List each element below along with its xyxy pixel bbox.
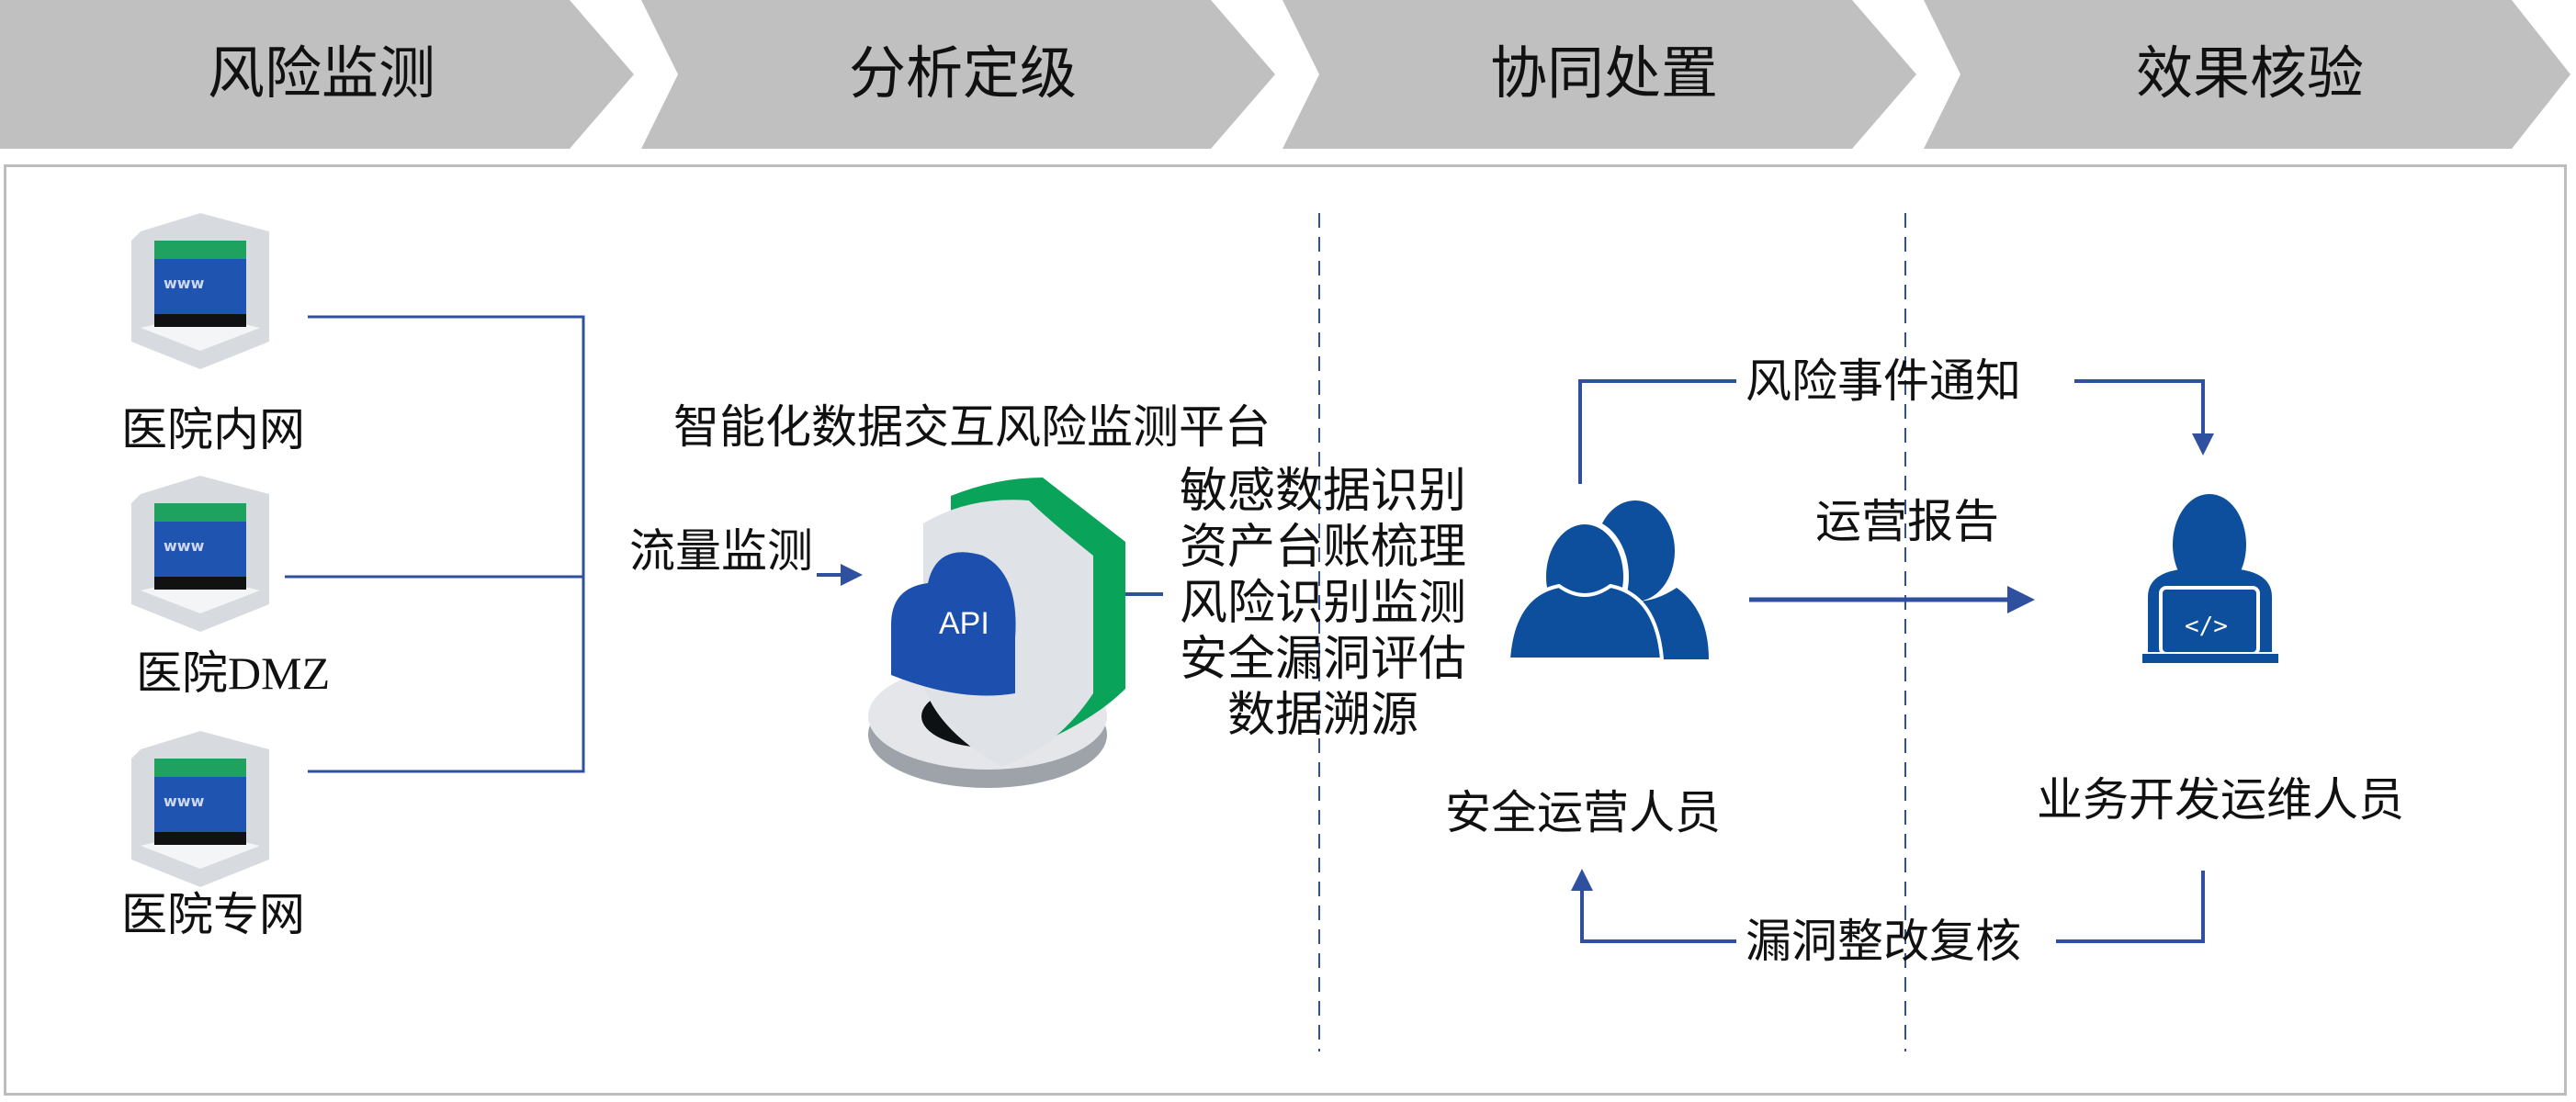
security-ops-label: 安全运营人员 xyxy=(1445,787,1721,838)
notify-arrow xyxy=(2074,379,2214,455)
team-icon xyxy=(1506,500,1709,661)
stage-3: 协同处置 xyxy=(1282,0,1926,149)
stage-label: 分析定级 xyxy=(848,42,1077,106)
server-icon xyxy=(131,731,269,887)
stage-label: 效果核验 xyxy=(2135,42,2364,106)
report-label: 运营报告 xyxy=(1815,496,1999,547)
stage-1: 风险监测 xyxy=(0,0,643,149)
feature-item: 资产台账梳理 xyxy=(1179,522,1466,574)
svg-text:</>: </> xyxy=(2185,613,2228,640)
source-label: 医院内网 xyxy=(121,404,305,455)
stage-4: 效果核验 xyxy=(1924,0,2576,149)
devops-label: 业务开发运维人员 xyxy=(2037,774,2404,826)
stage-label: 协同处置 xyxy=(1489,42,1718,106)
feature-list: 敏感数据识别 资产台账梳理 风险识别监测 安全漏洞评估 数据溯源 xyxy=(1176,464,1470,744)
notify-line-left xyxy=(1578,379,1736,484)
server-icon xyxy=(131,213,269,369)
source-connector-lines xyxy=(285,315,585,773)
source-label: 医院专网 xyxy=(121,889,305,940)
feature-item: 风险识别监测 xyxy=(1179,578,1466,630)
flow-label: 流量监测 xyxy=(629,525,813,577)
svg-text:API: API xyxy=(939,606,989,641)
feature-item: 安全漏洞评估 xyxy=(1179,634,1466,686)
recheck-label: 漏洞整改复核 xyxy=(1746,916,2021,967)
stage-label: 风险监测 xyxy=(207,42,435,106)
recheck-arrow xyxy=(1571,869,1736,943)
server-icon xyxy=(131,476,269,632)
api-shield-icon: API xyxy=(868,478,1125,788)
source-label: 医院DMZ xyxy=(136,647,331,699)
platform-title: 智能化数据交互风险监测平台 xyxy=(673,401,1271,453)
notify-label: 风险事件通知 xyxy=(1746,355,2021,407)
recheck-line-right xyxy=(2056,871,2205,943)
feature-item: 敏感数据识别 xyxy=(1179,466,1466,518)
diagram-panel xyxy=(4,164,2567,1096)
feature-item: 数据溯源 xyxy=(1226,690,1418,742)
stage-2: 分析定级 xyxy=(641,0,1284,149)
developer-icon: </> xyxy=(2142,494,2278,663)
stage-divider-dashed xyxy=(1318,213,1906,1051)
